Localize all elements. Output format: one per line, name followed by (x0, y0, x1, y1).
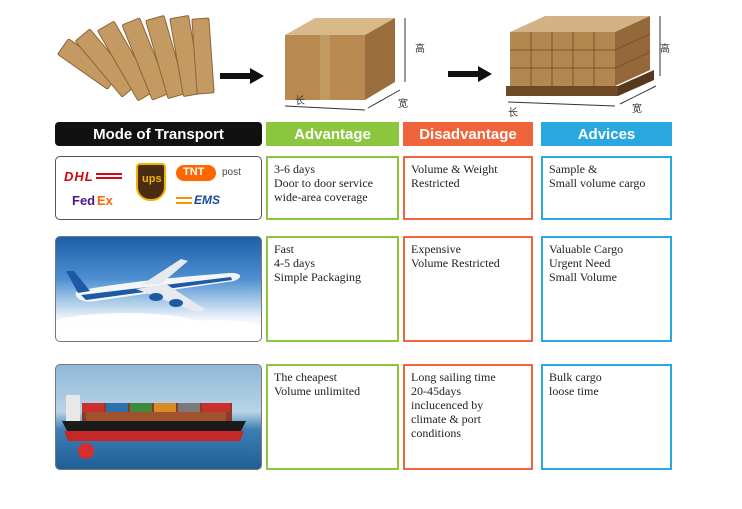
ups-logo: ups (142, 173, 162, 185)
tnt-logo: TNT (183, 166, 205, 178)
box-height-label: 高 (415, 44, 425, 55)
header-advices: Advices (541, 122, 672, 146)
ups-shield-icon (136, 163, 166, 201)
header-mode-of-transport: Mode of Transport (55, 122, 262, 146)
header-advantage: Advantage (266, 122, 399, 146)
airplane-photo (55, 236, 262, 342)
flat-cardboard-illustration (56, 8, 218, 108)
row2-disadvantage: Expensive Volume Restricted (403, 236, 533, 342)
box-width-label: 宽 (398, 99, 408, 110)
ems-stripes (176, 197, 192, 199)
courier-logos-panel: DHL ups TNT post Fed Ex EMS (55, 156, 262, 220)
pallet-length-label: 长 (508, 108, 518, 119)
ems-logo: EMS (194, 193, 221, 207)
post-logo: post (222, 167, 241, 178)
fedex-logo-ex: Ex (97, 193, 113, 208)
row2-advantage: Fast 4-5 days Simple Packaging (266, 236, 399, 342)
right-arrow-icon (220, 68, 264, 84)
tnt-logo-badge (176, 165, 216, 181)
header-disadvantage: Disadvantage (403, 122, 533, 146)
airplane-icon (56, 259, 261, 341)
pallet-height-label: 高 (660, 44, 670, 55)
row3-advices: Bulk cargo loose time (541, 364, 672, 470)
palletized-boxes-illustration (506, 16, 661, 107)
box-length-label: 长 (295, 96, 305, 107)
row1-advices: Sample & Small volume cargo (541, 156, 672, 220)
pallet-width-label: 宽 (632, 104, 642, 115)
right-arrow-icon (448, 66, 492, 82)
container-ship-photo (55, 364, 262, 470)
row2-advices: Valuable Cargo Urgent Need Small Volume (541, 236, 672, 342)
row1-advantage: 3-6 days Door to door service wide-area … (266, 156, 399, 220)
cardboard-box-illustration (284, 18, 406, 111)
row1-disadvantage: Volume & Weight Restricted (403, 156, 533, 220)
row3-disadvantage: Long sailing time 20-45days inclucenced … (403, 364, 533, 470)
dhl-logo: DHL (64, 169, 94, 184)
container-ship-icon (62, 395, 246, 459)
dhl-stripes (96, 173, 122, 175)
fedex-logo-fed: Fed (72, 193, 96, 208)
row3-advantage: The cheapest Volume unlimited (266, 364, 399, 470)
